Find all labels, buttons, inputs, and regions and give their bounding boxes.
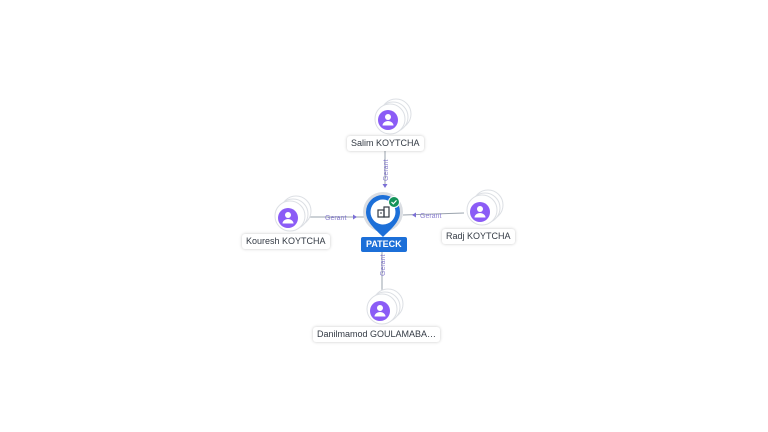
edge-left: Gerant [310,214,366,222]
edge-top-label: Gerant [383,160,390,181]
edge-right-label: Gerant [420,213,441,220]
person-label-kouresh[interactable]: Kouresh KOYTCHA [242,234,330,249]
person-node-danilmamod[interactable] [366,288,404,325]
company-name-label[interactable]: PATECK [361,237,407,252]
person-label-salim[interactable]: Salim KOYTCHA [347,136,424,151]
check-icon [388,196,400,208]
edge-bottom-label: Gerant [380,255,387,276]
person-label-radj[interactable]: Radj KOYTCHA [442,229,515,244]
edge-right: Gerant [402,212,465,220]
person-label-danilmamod[interactable]: Danilmamod GOULAMABA… [313,327,441,342]
edge-top-arrow [382,184,388,188]
person-node-radj[interactable] [466,189,504,226]
edge-left-label: Gerant [325,215,346,222]
edge-bottom: Gerant [380,252,387,294]
edge-right-arrow [412,212,416,218]
person-node-kouresh[interactable] [274,195,312,232]
company-node[interactable] [363,192,403,237]
edge-left-arrow [353,214,357,220]
person-node-salim[interactable] [374,98,412,135]
edge-top: Gerant [382,150,390,188]
building-icon [377,206,390,218]
